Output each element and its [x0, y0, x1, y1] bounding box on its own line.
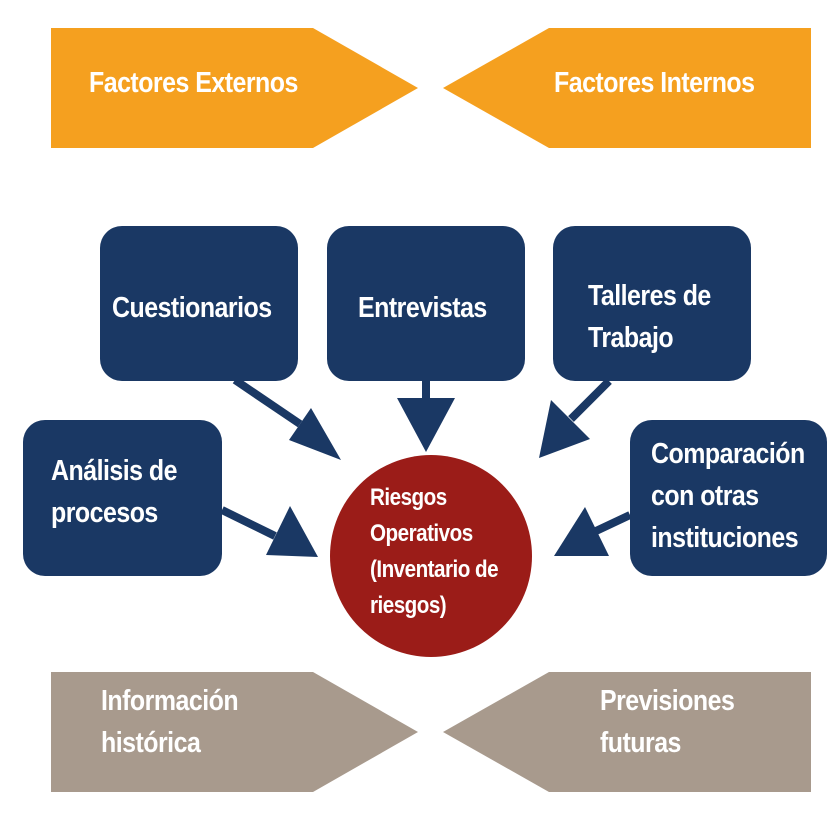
box-analisis-label: Análisis de procesos: [51, 450, 178, 534]
box-talleres-line2: Trabajo: [588, 322, 674, 355]
box-comparacion-line1: Comparación: [651, 438, 805, 470]
box-talleres-shape: [553, 226, 751, 381]
box-comparacion-shape: [630, 420, 827, 576]
box-entrevistas-label: Entrevistas: [358, 292, 487, 324]
bottom-left-arrow-label: Información histórica: [101, 680, 239, 764]
box-cuestionarios-shape: [100, 226, 298, 381]
box-entrevistas-shape: [327, 226, 525, 381]
center-circle-shape: [330, 455, 532, 657]
top-left-arrow-label: Factores Externos: [89, 67, 298, 99]
bottom-right-arrow-label: Previsiones futuras: [600, 680, 735, 764]
bottom-left-line2: histórica: [101, 727, 201, 760]
box-cuestionarios-label: Cuestionarios: [112, 292, 272, 324]
center-line4: riesgos): [370, 592, 447, 619]
bottom-right-arrow-shape: [443, 672, 811, 792]
box-comparacion-line2: con otras: [651, 480, 759, 513]
top-right-arrow-shape: [443, 28, 811, 148]
bottom-right-line2: futuras: [600, 727, 681, 760]
bottom-right-line1: Previsiones: [600, 685, 735, 717]
center-circle-label: Riesgos Operativos (Inventario de riesgo…: [370, 480, 499, 624]
center-line1: Riesgos: [370, 484, 447, 511]
box-analisis-line2: procesos: [51, 497, 158, 530]
bottom-left-line1: Información: [101, 685, 239, 717]
connector-analisis: [220, 506, 318, 557]
connector-entrevistas: [397, 380, 455, 452]
box-analisis-shape: [23, 420, 222, 576]
bottom-left-arrow-shape: [51, 672, 418, 792]
box-talleres-label: Talleres de Trabajo: [588, 275, 711, 359]
box-comparacion-label: Comparación con otras instituciones: [651, 433, 805, 559]
box-talleres-line1: Talleres de: [588, 280, 711, 312]
connector-talleres: [539, 378, 612, 458]
center-line2: Operativos: [370, 520, 473, 547]
connector-cuestionarios: [232, 376, 341, 460]
box-analisis-line1: Análisis de: [51, 455, 178, 487]
center-line3: (Inventario de: [370, 556, 499, 583]
box-comparacion-line3: instituciones: [651, 522, 799, 555]
top-right-arrow-label: Factores Internos: [554, 67, 755, 99]
connector-comparacion: [554, 507, 632, 556]
top-left-arrow-shape: [51, 28, 418, 148]
